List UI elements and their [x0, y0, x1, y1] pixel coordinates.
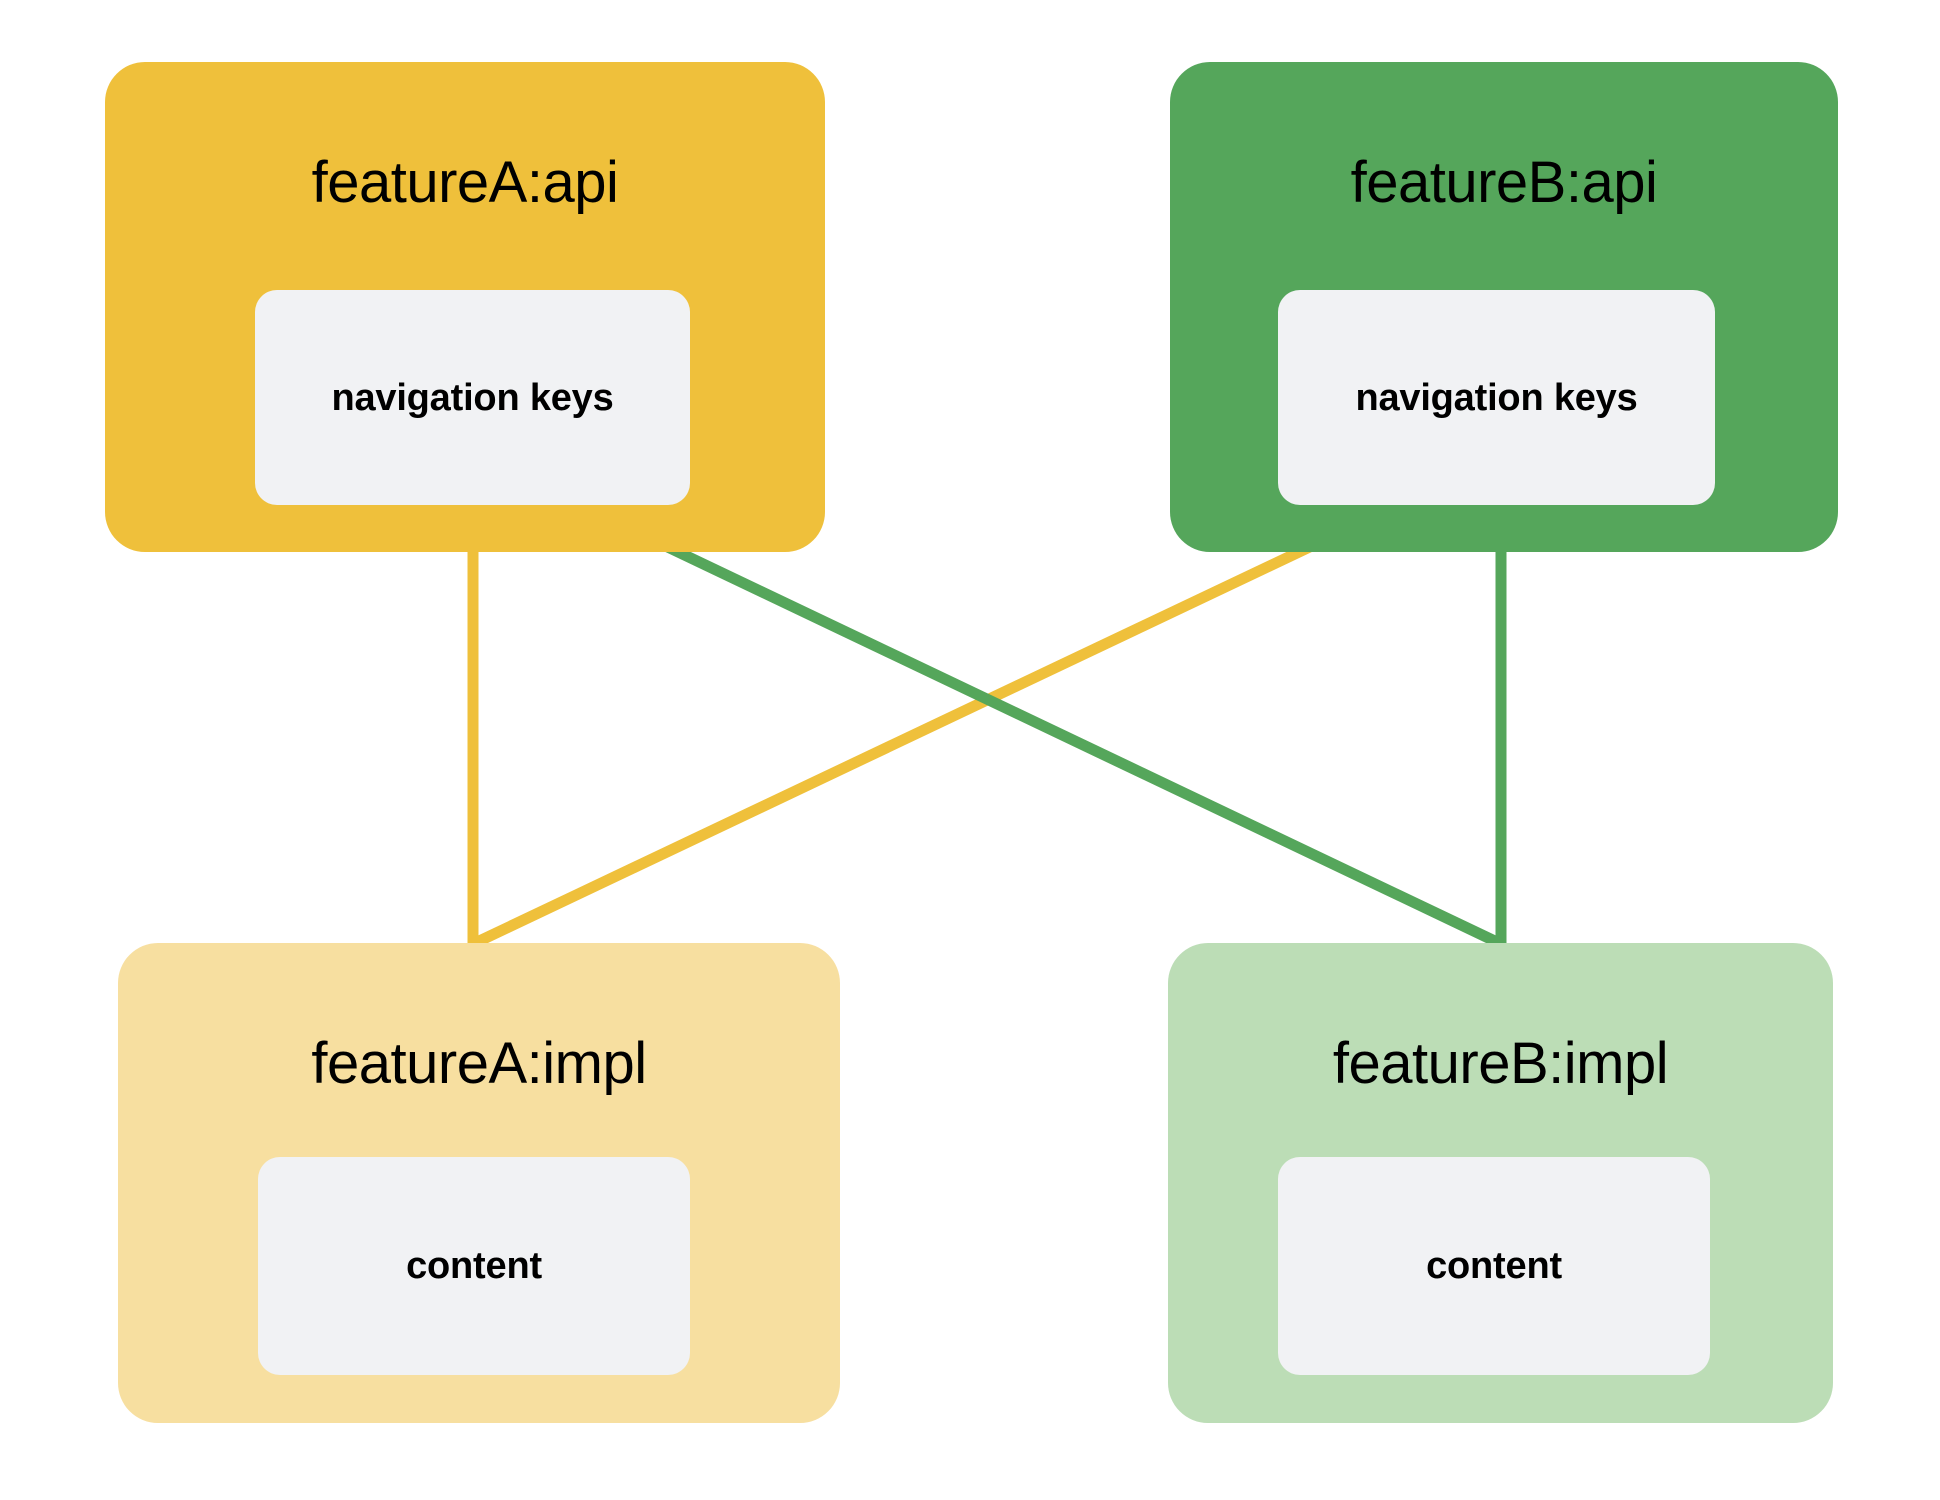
inner-box-content[interactable]: content — [1278, 1157, 1710, 1375]
module-title: featureB:impl — [1332, 1031, 1669, 1096]
inner-box-label: content — [406, 1245, 542, 1287]
module-featureB-impl[interactable]: featureB:impl content — [1168, 943, 1833, 1423]
module-title: featureB:api — [1350, 150, 1658, 215]
module-title: featureA:api — [311, 150, 619, 215]
inner-box-navigation-keys[interactable]: navigation keys — [1278, 290, 1715, 505]
inner-box-label: content — [1426, 1245, 1562, 1287]
inner-box-content[interactable]: content — [258, 1157, 690, 1375]
module-featureA-api[interactable]: featureA:api navigation keys — [105, 62, 825, 552]
module-featureB-api[interactable]: featureB:api navigation keys — [1170, 62, 1838, 552]
inner-box-label: navigation keys — [331, 376, 614, 419]
inner-box-navigation-keys[interactable]: navigation keys — [255, 290, 690, 505]
module-featureA-impl[interactable]: featureA:impl content — [118, 943, 840, 1423]
inner-box-label: navigation keys — [1355, 376, 1638, 419]
module-title: featureA:impl — [311, 1031, 647, 1096]
